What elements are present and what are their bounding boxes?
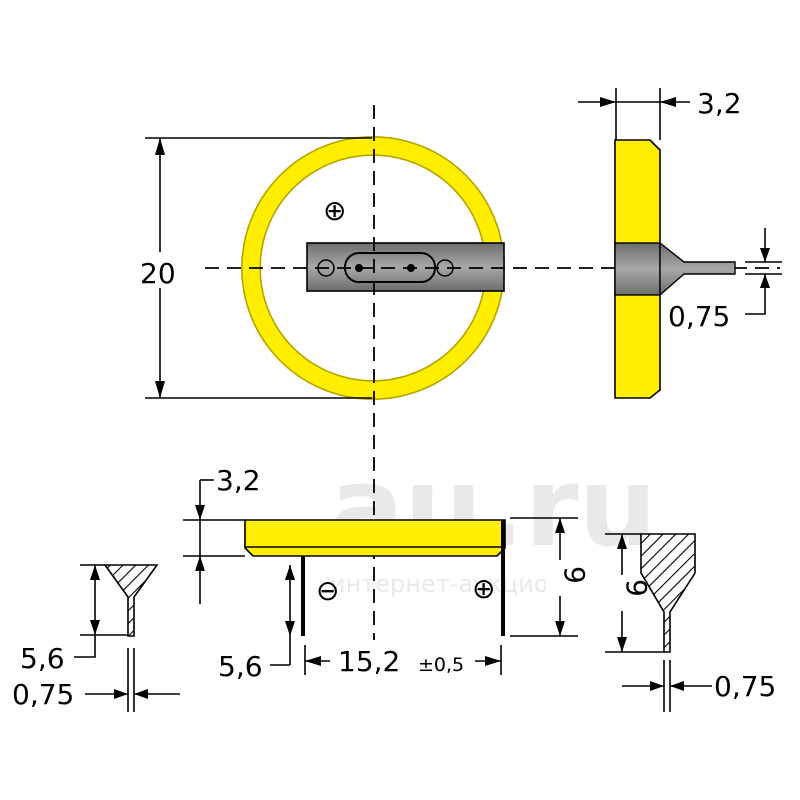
left-pin-thickness-dimension: 0,75: [12, 678, 180, 711]
right-pin-profile: [640, 533, 696, 653]
left-pin-length-label: 5,6: [20, 642, 65, 675]
front-pin-length-dimension: 5,6: [218, 565, 295, 683]
diameter-dimension: 20: [138, 137, 372, 399]
left-pin-thickness-label: 0,75: [12, 678, 74, 711]
side-tab-block: [614, 242, 661, 296]
side-view: 3,2 0,75: [578, 87, 782, 399]
left-pin-length-dimension: 5,6: [20, 564, 128, 675]
left-pin-detail: 5,6 0,75: [12, 564, 180, 712]
side-tab-thickness-dimension: 0,75: [668, 228, 782, 333]
front-plus-symbol: ⊕: [472, 572, 495, 605]
front-height-dimension: 3,2: [183, 464, 261, 604]
front-right-pin: [501, 520, 505, 636]
right-pin-thickness-dimension: 0,75: [622, 670, 776, 703]
right-pin-height-dimension: 9: [605, 533, 664, 653]
front-minus-symbol: ⊖: [316, 574, 339, 607]
left-pin-profile: [103, 564, 159, 637]
front-pin-spacing-tolerance: ±0,5: [418, 654, 464, 676]
right-pin-thickness-label: 0,75: [714, 670, 776, 703]
front-pin-spacing-dimension: 15,2 ±0,5: [304, 645, 502, 678]
front-total-height-dimension: 9: [510, 517, 591, 637]
front-battery-body: [244, 519, 506, 557]
top-tab: [306, 242, 505, 292]
top-plus-symbol: ⊕: [323, 194, 346, 227]
right-pin-height-label: 9: [620, 579, 653, 597]
front-height-label: 3,2: [216, 464, 261, 497]
front-total-height-label: 9: [558, 566, 591, 584]
top-view: ⊕ 20: [138, 105, 780, 640]
diameter-label: 20: [140, 257, 176, 290]
front-pin-length-label: 5,6: [218, 650, 263, 683]
side-thickness-label: 3,2: [697, 87, 742, 120]
front-left-pin: [301, 556, 305, 636]
right-pin-detail: 9 0,75: [605, 533, 776, 712]
watermark-tagline: интернет-аукцион: [330, 570, 564, 598]
front-pin-spacing-label: 15,2: [338, 645, 400, 678]
side-tab-lead: [659, 241, 736, 297]
bottom-view: ⊖ ⊕ 3,2 5,6 15,2: [183, 464, 591, 683]
side-tab-thickness-label: 0,75: [668, 300, 730, 333]
side-thickness-dimension: 3,2: [578, 87, 742, 140]
